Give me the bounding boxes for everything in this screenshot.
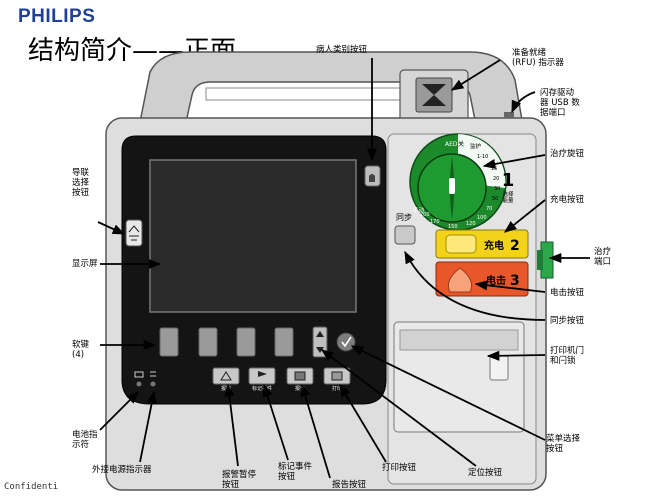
svg-text:30: 30 <box>494 186 500 192</box>
charge-button[interactable]: 充电 2 <box>435 229 529 259</box>
nav-button[interactable] <box>312 326 328 358</box>
label-patient-category-button: 病人类别按钮 <box>316 45 368 55</box>
label-battery-indicator: 电池指 示符 <box>72 430 98 450</box>
lead-select-button[interactable] <box>125 219 143 247</box>
step1-text: 选择能量 <box>502 190 514 204</box>
report-button-text: 报告 <box>295 385 305 392</box>
soft-key-2[interactable] <box>198 327 218 357</box>
display-screen <box>149 159 357 313</box>
mark-button-text: 标记事件 <box>252 385 272 392</box>
label-event-mark-button: 标记事件 按钮 <box>278 462 313 482</box>
label-shock-button: 电击按钮 <box>550 288 585 298</box>
label-therapy-knob: 治疗旋钮 <box>550 149 585 159</box>
label-charge-button: 充电按钮 <box>550 195 585 205</box>
footer-confidential: Confidenti <box>4 482 59 492</box>
label-soft-keys: 软键 (4) <box>72 340 90 360</box>
svg-text:150: 150 <box>448 224 458 230</box>
patient-category-button[interactable] <box>364 165 381 187</box>
svg-text:50: 50 <box>492 196 498 202</box>
print-button[interactable]: 打印 <box>323 367 351 392</box>
shock-number: 3 <box>510 273 520 289</box>
dial-off: 关 <box>458 140 464 148</box>
event-mark-button[interactable]: 标记事件 <box>248 367 276 392</box>
label-usb-port: 闪存驱动 器 USB 数 据端口 <box>540 88 580 118</box>
charge-text: 充电 <box>484 239 504 252</box>
svg-text:120: 120 <box>466 221 476 227</box>
svg-text:70: 70 <box>486 206 492 212</box>
svg-text:15: 15 <box>491 166 497 172</box>
dial-aed: AED <box>445 141 458 148</box>
charge-number: 2 <box>510 238 520 254</box>
dial-manual: 手动 <box>413 206 425 214</box>
svg-text:100: 100 <box>477 215 487 221</box>
label-report-button: 报告按钮 <box>332 480 367 490</box>
external-power-indicator <box>150 371 156 387</box>
shock-text: 电击 <box>486 274 506 287</box>
sync-button[interactable]: 同步 <box>394 213 416 245</box>
label-lead-select-button: 导联 选择 按钮 <box>72 168 90 198</box>
report-button[interactable]: 报告 <box>286 367 314 392</box>
printer-door[interactable] <box>393 321 525 433</box>
therapy-knob[interactable]: AED 关 监护 手动 1-10 15 20 30 50 70 100 120 … <box>409 133 515 231</box>
print-button-text: 打印 <box>332 385 342 392</box>
svg-text:170: 170 <box>430 219 440 225</box>
svg-text:1-10: 1-10 <box>477 154 488 160</box>
philips-logo: PHILIPS <box>18 6 96 27</box>
dial-monitor: 监护 <box>470 142 482 150</box>
label-display: 显示屏 <box>72 259 98 269</box>
label-rfu-indicator: 准备就绪 (RFU) 指示器 <box>512 48 564 68</box>
shock-button[interactable]: 电击 3 <box>435 261 529 297</box>
sync-text: 同步 <box>396 213 412 222</box>
label-printer-door: 打印机门 和闩锁 <box>550 346 585 366</box>
usb-port <box>504 112 514 118</box>
label-menu-select-button: 菜单选择 按钮 <box>546 434 581 454</box>
soft-key-4[interactable] <box>274 327 294 357</box>
soft-keys[interactable] <box>159 327 294 357</box>
label-external-power-indicator: 外接电源指示器 <box>92 465 152 475</box>
label-nav-button: 定位按钮 <box>468 468 503 478</box>
soft-key-1[interactable] <box>159 327 179 357</box>
svg-text:200: 200 <box>420 212 430 218</box>
label-alarm-pause-button: 报警暂停 按钮 <box>222 470 257 490</box>
label-print-button: 打印按钮 <box>382 463 417 473</box>
label-therapy-port: 治疗 端口 <box>594 247 612 267</box>
dial-scale: 1-10 15 20 30 50 70 100 120 150 170 200 <box>420 154 500 230</box>
callout-lines <box>97 58 590 479</box>
step1-number: 1 <box>502 170 515 191</box>
svg-text:20: 20 <box>493 176 499 182</box>
rfu-indicator <box>399 69 469 123</box>
label-sync-button: 同步按钮 <box>550 316 585 326</box>
battery-indicator <box>134 371 144 387</box>
menu-select-button[interactable] <box>336 332 356 352</box>
soft-key-3[interactable] <box>236 327 256 357</box>
